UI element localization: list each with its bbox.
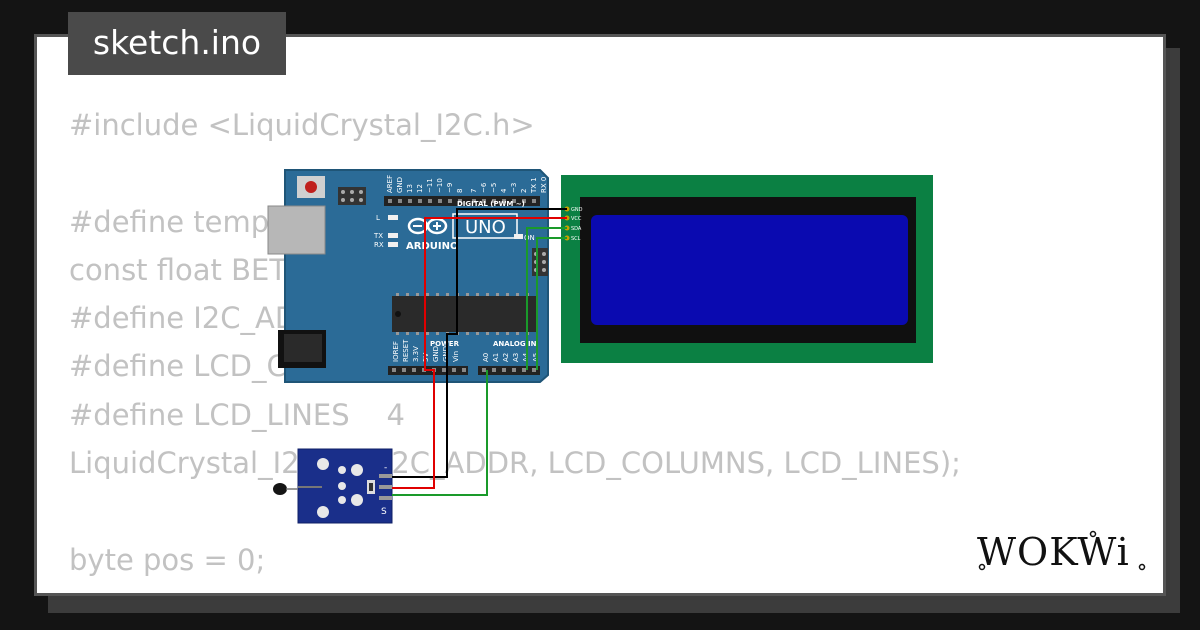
usb-port <box>267 205 326 255</box>
lcd-screen <box>591 215 908 325</box>
arduino-brand: ARDUINO <box>406 241 458 252</box>
pin-label-top: 12 <box>416 184 424 193</box>
pin-label-top: ~11 <box>426 178 434 193</box>
pin-label-power: RESET <box>402 339 410 362</box>
file-tab-sketch[interactable]: sketch.ino <box>68 12 286 75</box>
led-label-l: L <box>376 214 380 222</box>
led-l <box>388 215 398 220</box>
thermistor-icon <box>273 483 287 495</box>
code-line: #define temp <box>69 204 270 239</box>
pin-label-analog: A1 <box>492 353 500 362</box>
pin-label-power: 3.3V <box>412 346 420 362</box>
lcd-pin-sda: SDA <box>571 226 582 232</box>
lcd-pin-gnd: GND <box>571 207 583 213</box>
code-line: const float BET <box>69 252 288 287</box>
pin-label-analog: A2 <box>502 353 510 362</box>
led-on <box>514 234 523 239</box>
power-header-label: POWER <box>430 340 460 348</box>
wires <box>392 208 567 496</box>
code-line: byte pos = 0; <box>69 542 266 577</box>
arduino-logo-icon <box>407 217 448 235</box>
pin-label-top: 2 <box>520 189 528 193</box>
pin-label-top: 7 <box>470 189 478 193</box>
code-line: #include <LiquidCrystal_I2C.h> <box>69 108 535 142</box>
pin-label-power: GND <box>432 346 440 362</box>
pin-label-top: ~10 <box>436 178 444 193</box>
led-label-on: ON <box>524 234 535 242</box>
pin-label-top: GND <box>396 177 404 193</box>
pin-label-top: ~5 <box>490 183 498 193</box>
pin-label-power: IOREF <box>392 341 400 362</box>
pin-label-power: Vin <box>452 351 460 362</box>
led-tx <box>388 233 398 238</box>
wokwi-logo-text: WOKWi <box>977 530 1130 574</box>
code-line: bool ... it <box>69 584 961 593</box>
code-editor: #include <LiquidCrystal_I2C.h> #define te… <box>69 101 961 593</box>
atmega-chip <box>392 296 538 332</box>
digital-header-label: DIGITAL (PWM ~) <box>457 200 525 208</box>
pin-label-top: 8 <box>456 189 464 193</box>
pin-label-analog: A0 <box>482 353 490 362</box>
pin-label-analog: A3 <box>512 353 520 362</box>
led-label-tx: TX <box>373 232 383 240</box>
pin-label-top: ~3 <box>510 183 518 193</box>
pin-label-top: 13 <box>406 184 414 193</box>
code-line: #define LCD_LINES 4 <box>69 397 405 432</box>
pin-label-top: AREF <box>386 175 394 193</box>
pin-label-top: RX 0 <box>540 177 548 193</box>
wokwi-logo: WOKWi <box>977 530 1146 574</box>
arduino-model: UNO <box>465 217 506 238</box>
sensor-pin-signal: S <box>381 507 387 517</box>
code-line: #define LCD_C <box>69 349 287 384</box>
lcd-2004-i2c[interactable]: GND VCC SDA SCL <box>561 175 933 363</box>
ntc-temperature-sensor[interactable]: - S <box>273 448 393 524</box>
led-label-rx: RX <box>374 241 384 249</box>
pin-label-top: 4 <box>500 188 508 193</box>
code-line: #define I2C_AD <box>69 301 298 336</box>
pin-label-top: TX 1 <box>530 177 538 194</box>
lcd-pin-scl: SCL <box>571 236 581 242</box>
analog-header-label: ANALOG IN <box>493 340 537 348</box>
analog-header <box>478 366 540 375</box>
led-rx <box>388 242 398 247</box>
lcd-pin-vcc: VCC <box>571 216 582 222</box>
pin-label-top: ~6 <box>480 182 488 193</box>
pin-label-top: ~9 <box>446 183 454 193</box>
sensor-pin-minus: - <box>384 463 387 473</box>
